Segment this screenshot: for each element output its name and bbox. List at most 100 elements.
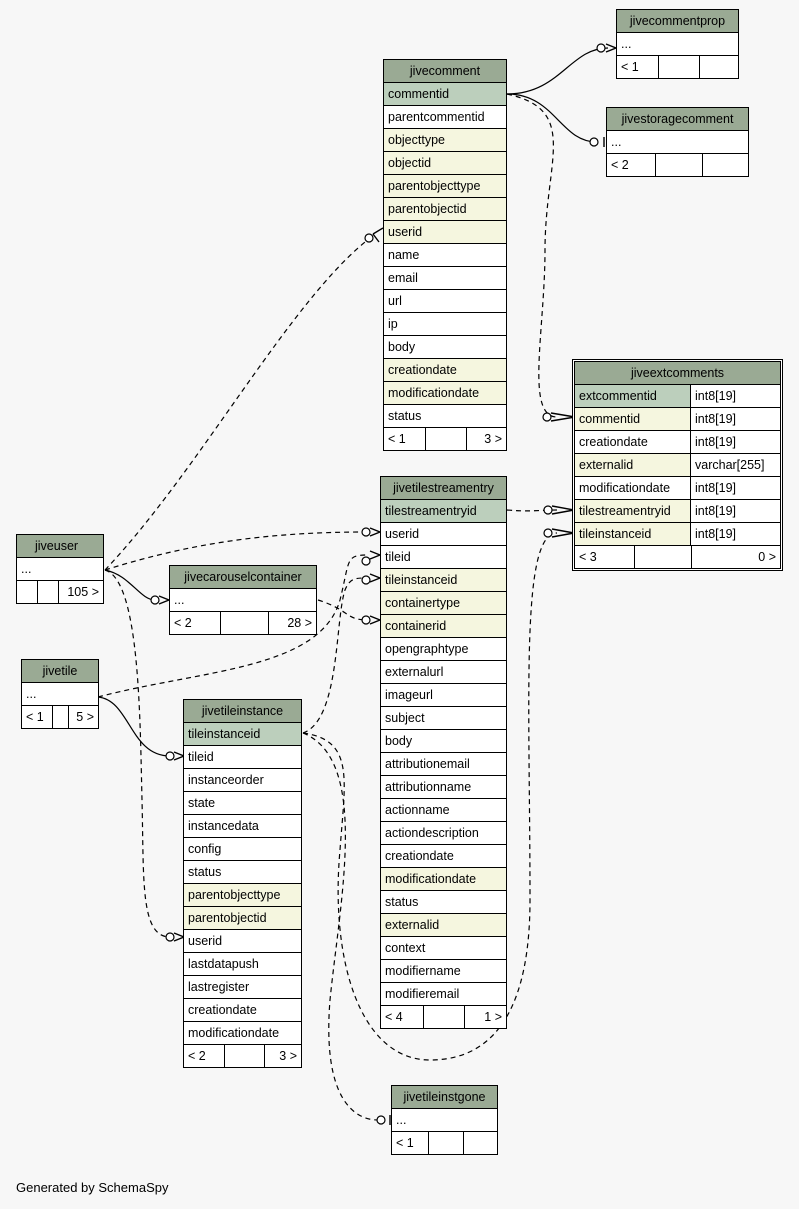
column-row: ... bbox=[22, 683, 98, 706]
column-row: parentobjecttype bbox=[384, 175, 506, 198]
column-row: subject bbox=[381, 707, 506, 730]
column-row: tileinstanceid bbox=[381, 569, 506, 592]
edge-carousel bbox=[104, 569, 156, 601]
column-row: creationdate bbox=[384, 359, 506, 382]
edge-storagecomment bbox=[506, 93, 598, 143]
parents-count: < 4 bbox=[381, 1006, 424, 1028]
column-name: creationdate bbox=[575, 431, 691, 453]
table-jiveextcomments[interactable]: jiveextcomments extcommentid int8[19] co… bbox=[572, 359, 783, 571]
column-row: userid bbox=[184, 930, 301, 953]
children-count: 28 > bbox=[287, 616, 312, 630]
edge-tse-tileinstanceid bbox=[302, 577, 369, 734]
column-row: tileid bbox=[381, 546, 506, 569]
children-count: 1 > bbox=[484, 1010, 502, 1024]
rows-count bbox=[429, 1132, 464, 1154]
column-row: ... bbox=[392, 1109, 497, 1132]
column-type: int8[19] bbox=[691, 408, 780, 430]
edge-tse-userid bbox=[104, 531, 369, 571]
table-jivetileinstance[interactable]: jivetileinstance tileinstanceid tileid i… bbox=[183, 699, 302, 1068]
edge-extcomments-tileinstanceid bbox=[302, 532, 558, 1061]
column-row: modificationdate bbox=[381, 868, 506, 891]
column-row: email bbox=[384, 267, 506, 290]
column-row: modificationdate int8[19] bbox=[575, 477, 780, 500]
column-row: body bbox=[381, 730, 506, 753]
table-title: jivecommentprop bbox=[617, 10, 738, 33]
table-jiveuser[interactable]: jiveuser ... 105 > bbox=[16, 534, 104, 604]
column-row: ... bbox=[170, 589, 316, 612]
parents-count: < 1 bbox=[617, 56, 659, 78]
table-jivetilestreamentry[interactable]: jivetilestreamentry tilestreamentryid us… bbox=[380, 476, 507, 1029]
column-name: tilestreamentryid bbox=[575, 500, 691, 522]
parents-count: < 2 bbox=[170, 612, 221, 634]
column-type: int8[19] bbox=[691, 385, 780, 407]
table-jivecarouselcontainer[interactable]: jivecarouselcontainer ... < 2 28 > bbox=[169, 565, 317, 635]
children-count: 105 > bbox=[67, 585, 99, 599]
table-jivetile[interactable]: jivetile ... < 1 5 > bbox=[21, 659, 99, 729]
column-row: name bbox=[384, 244, 506, 267]
children-count: 0 > bbox=[758, 550, 776, 564]
table-title: jiveuser bbox=[17, 535, 103, 558]
parents-count: < 1 bbox=[22, 706, 53, 728]
column-name: extcommentid bbox=[575, 385, 691, 407]
column-row: status bbox=[381, 891, 506, 914]
column-row: modificationdate bbox=[184, 1022, 301, 1045]
table-jivecomment[interactable]: jivecomment commentid parentcommentid ob… bbox=[383, 59, 507, 451]
column-row: userid bbox=[384, 221, 506, 244]
table-title: jivecarouselcontainer bbox=[170, 566, 316, 589]
column-row: parentobjectid bbox=[184, 907, 301, 930]
column-row: creationdate int8[19] bbox=[575, 431, 780, 454]
column-row: context bbox=[381, 937, 506, 960]
column-type: int8[19] bbox=[691, 477, 780, 499]
table-title: jivetile bbox=[22, 660, 98, 683]
rows-count bbox=[225, 1045, 265, 1067]
column-row: containerid bbox=[381, 615, 506, 638]
rows-count bbox=[38, 581, 59, 603]
parents-count: < 2 bbox=[607, 154, 656, 176]
edge-extcomments-commentid bbox=[506, 93, 558, 418]
table-footer: < 1 bbox=[617, 56, 738, 78]
column-row: modifieremail bbox=[381, 983, 506, 1006]
edge-tileinstgone bbox=[302, 732, 379, 1121]
table-title: jivecomment bbox=[384, 60, 506, 83]
table-jivestoragecomment[interactable]: jivestoragecomment ... < 2 bbox=[606, 107, 749, 177]
parents-count: < 1 bbox=[392, 1132, 429, 1154]
parents-count bbox=[17, 581, 38, 603]
column-row: body bbox=[384, 336, 506, 359]
column-row: modificationdate bbox=[384, 382, 506, 405]
column-name: tileinstanceid bbox=[575, 523, 691, 545]
column-row: ip bbox=[384, 313, 506, 336]
column-row: commentid int8[19] bbox=[575, 408, 780, 431]
column-row: modifiername bbox=[381, 960, 506, 983]
table-title: jivetileinstgone bbox=[392, 1086, 497, 1109]
column-row: externalurl bbox=[381, 661, 506, 684]
column-row: tilestreamentryid bbox=[381, 500, 506, 523]
column-row: attributionname bbox=[381, 776, 506, 799]
column-row: creationdate bbox=[381, 845, 506, 868]
rows-count bbox=[53, 706, 69, 728]
column-row: config bbox=[184, 838, 301, 861]
children-count: 3 > bbox=[484, 432, 502, 446]
children-count: 5 > bbox=[76, 710, 94, 724]
rows-count bbox=[635, 546, 692, 568]
parents-count: < 3 bbox=[575, 546, 635, 568]
column-row: parentcommentid bbox=[384, 106, 506, 129]
children-count bbox=[703, 154, 748, 176]
table-jivetileinstgone[interactable]: jivetileinstgone ... < 1 bbox=[391, 1085, 498, 1155]
column-row: url bbox=[384, 290, 506, 313]
column-type: varchar[255] bbox=[691, 454, 780, 476]
children-count bbox=[700, 56, 738, 78]
column-row: status bbox=[384, 405, 506, 428]
column-row: extcommentid int8[19] bbox=[575, 385, 780, 408]
table-footer: 105 > bbox=[17, 581, 103, 603]
table-footer: < 1 3 > bbox=[384, 428, 506, 450]
column-row: ... bbox=[17, 558, 103, 581]
table-footer: < 1 5 > bbox=[22, 706, 98, 728]
column-row: userid bbox=[381, 523, 506, 546]
table-jivecommentprop[interactable]: jivecommentprop ... < 1 bbox=[616, 9, 739, 79]
column-type: int8[19] bbox=[691, 431, 780, 453]
column-row: instancedata bbox=[184, 815, 301, 838]
column-row: commentid bbox=[384, 83, 506, 106]
children-count: 3 > bbox=[279, 1049, 297, 1063]
column-row: objectid bbox=[384, 152, 506, 175]
column-row: actiondescription bbox=[381, 822, 506, 845]
